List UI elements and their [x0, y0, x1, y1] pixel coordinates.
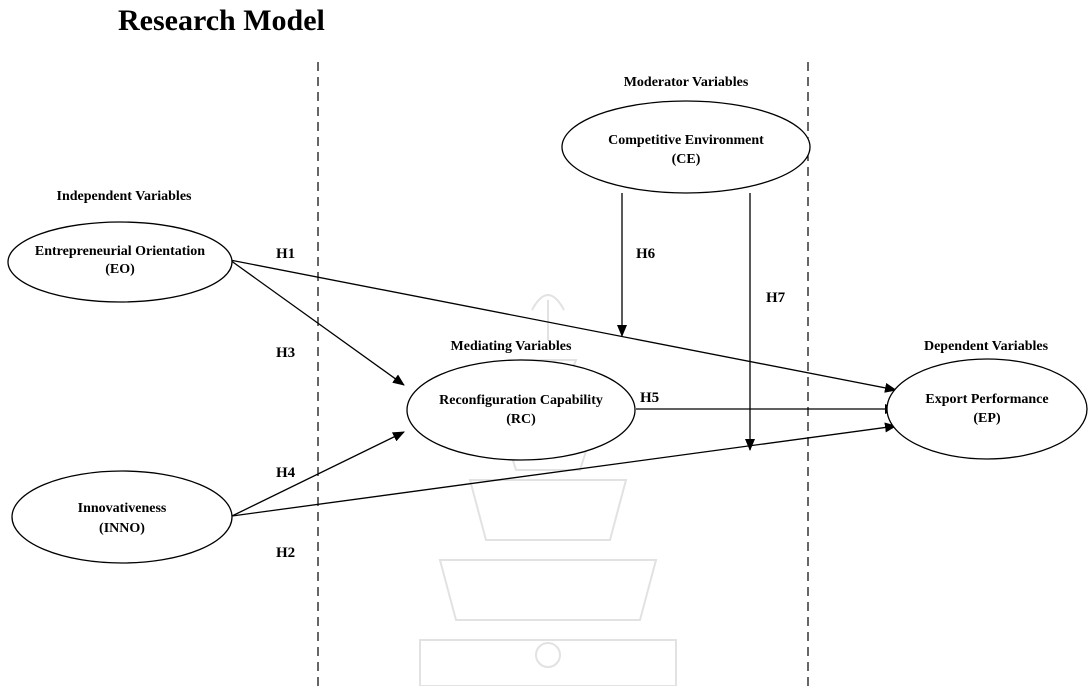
- hypothesis-label-h1: H1: [276, 246, 295, 262]
- hypothesis-label-h4: H4: [276, 465, 296, 481]
- node-rc: Reconfiguration Capability (RC): [406, 359, 636, 461]
- node-inno-abbr: (INNO): [99, 521, 145, 536]
- node-ep-abbr: (EP): [973, 411, 1001, 426]
- node-ep-label: Export Performance: [925, 392, 1048, 407]
- node-eo-label: Entrepreneurial Orientation: [35, 244, 205, 259]
- node-rc-abbr: (RC): [506, 412, 536, 427]
- hypothesis-label-h2: H2: [276, 545, 295, 561]
- section-label-dependent: Dependent Variables: [924, 339, 1049, 354]
- node-ce: Competitive Environment (CE): [561, 100, 811, 194]
- node-eo: Entrepreneurial Orientation (EO): [7, 221, 233, 303]
- hypothesis-label-h5: H5: [640, 390, 659, 406]
- arrow-inno-to-ep: [231, 422, 897, 517]
- node-inno-label: Innovativeness: [78, 501, 167, 516]
- node-inno: Innovativeness (INNO): [11, 470, 233, 564]
- node-eo-abbr: (EO): [105, 262, 135, 277]
- node-ce-label: Competitive Environment: [608, 133, 764, 148]
- hypothesis-label-h6: H6: [636, 246, 656, 262]
- section-label-independent: Independent Variables: [57, 189, 193, 204]
- node-ce-abbr: (CE): [672, 152, 701, 167]
- page-title: Research Model: [118, 4, 325, 37]
- node-ep: Export Performance (EP): [886, 358, 1088, 460]
- section-label-mediating: Mediating Variables: [451, 339, 573, 354]
- node-rc-label: Reconfiguration Capability: [439, 393, 603, 408]
- arrow-inno-to-rc: [231, 431, 405, 517]
- hypothesis-label-h7: H7: [766, 290, 786, 306]
- arrow-eo-to-rc: [229, 259, 405, 386]
- hypothesis-label-h3: H3: [276, 345, 295, 361]
- arrow-eo-to-ep: [229, 259, 897, 393]
- section-label-moderator: Moderator Variables: [624, 75, 749, 90]
